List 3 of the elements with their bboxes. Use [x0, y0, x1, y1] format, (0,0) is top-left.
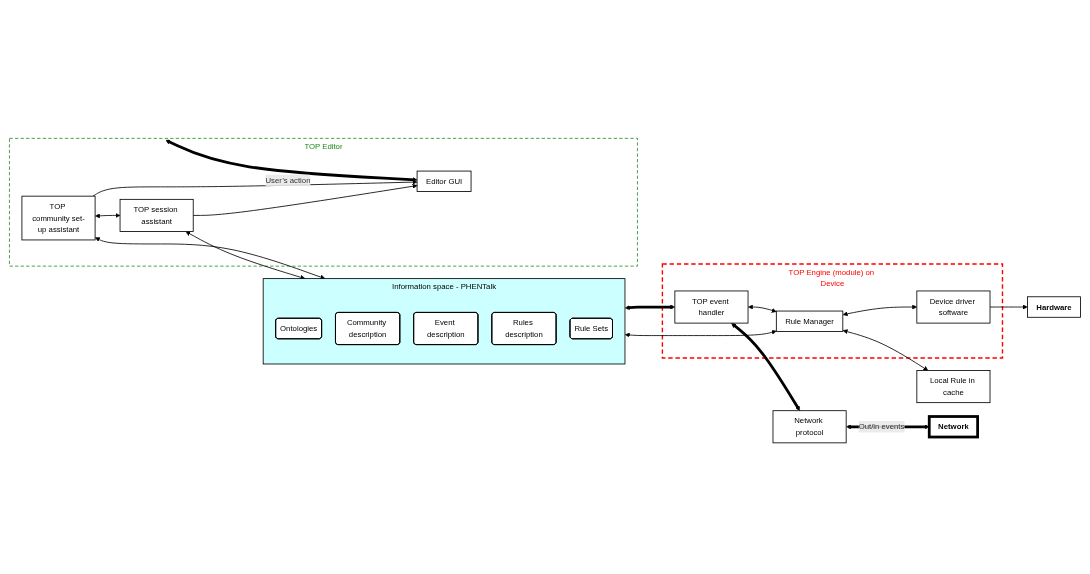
- arrow: [731, 322, 800, 411]
- arrow: [624, 304, 676, 310]
- arrow: [165, 139, 418, 182]
